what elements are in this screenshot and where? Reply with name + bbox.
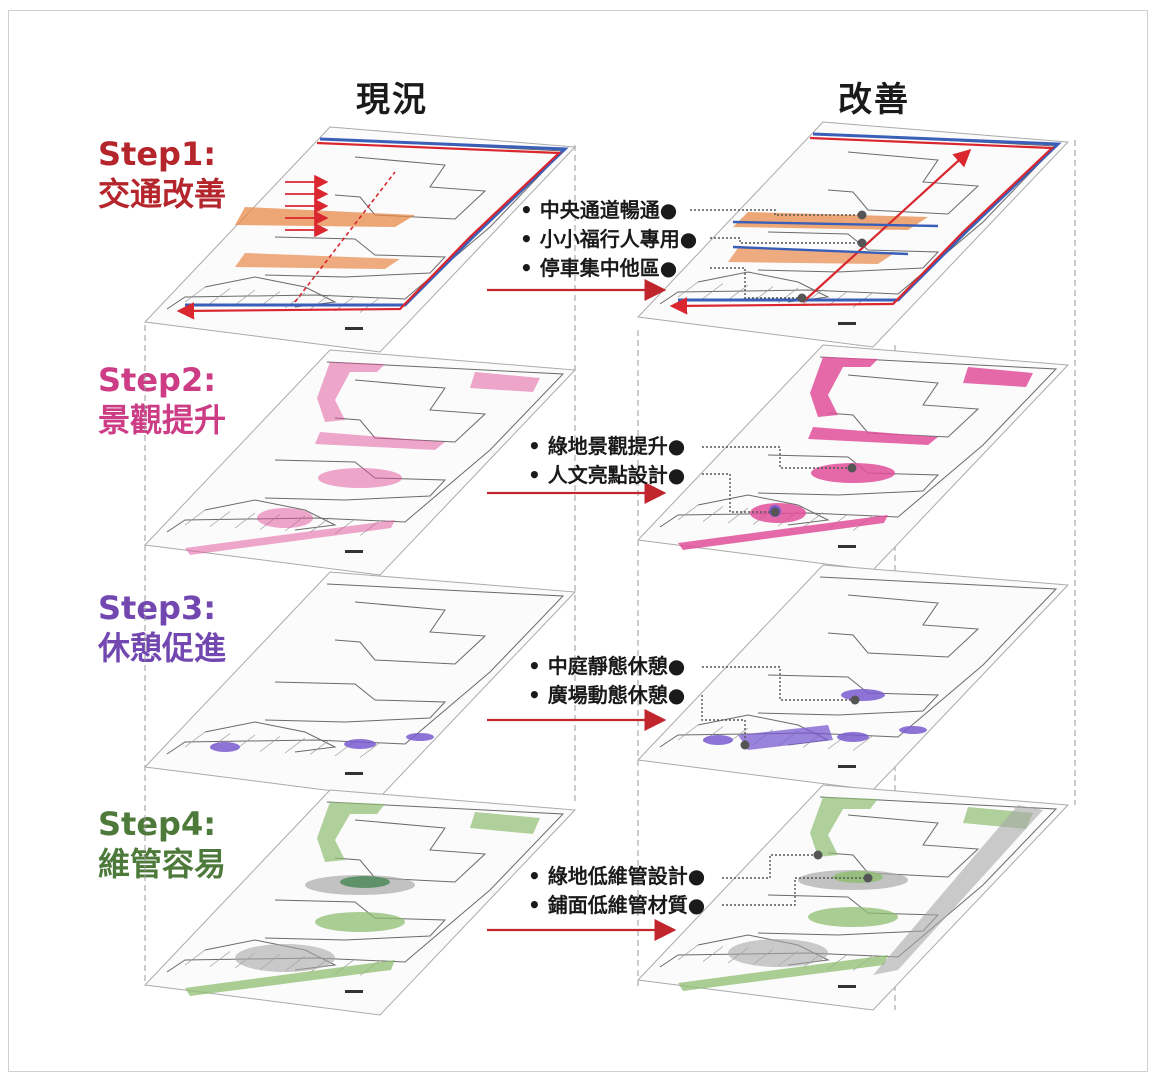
improved-plan-step4 [636,784,1070,1011]
step1-number: Step1: [98,135,217,173]
step3-bullet-2: • 廣場動態休憩● [528,683,686,707]
step1-label: Step1: 交通改善 [98,134,226,214]
improved-plan-step2 [636,344,1070,571]
step2-bullets: • 綠地景觀提升● • 人文亮點設計● [528,432,685,490]
figure-frame [8,10,1148,1072]
current-plan-step2 [143,349,577,576]
step1-bullet-3: • 停車集中他區● [520,256,678,280]
callout-dots [740,210,873,883]
improved-plan-step1 [636,121,1070,348]
step3-label: Step3: 休憩促進 [98,588,226,668]
improved-column-title: 改善 [838,80,910,120]
transition-arrows [487,279,677,941]
step2-bullet-2: • 人文亮點設計● [528,463,686,487]
step2-bullet-1: • 綠地景觀提升● [528,434,686,458]
step4-bullet-2: • 鋪面低維管材質● [528,893,706,917]
step1-bullets: • 中央通道暢通● • 小小福行人專用● • 停車集中他區● [520,196,697,283]
current-plan-step4 [143,789,577,1016]
current-plan-step1 [143,126,577,353]
step3-bullets: • 中庭靜態休憩● • 廣場動態休憩● [528,652,685,710]
step3-number: Step3: [98,589,217,627]
current-column-title: 現況 [356,80,428,120]
step1-bullet-2: • 小小福行人專用● [520,227,698,251]
step2-number: Step2: [98,361,217,399]
step2-label: Step2: 景觀提升 [98,360,226,440]
step4-number: Step4: [98,805,217,843]
callout-leaders [690,209,868,906]
step4-bullets: • 綠地低維管設計● • 鋪面低維管材質● [528,862,705,920]
step3-bullet-1: • 中庭靜態休憩● [528,654,686,678]
current-plan-step3 [143,571,577,798]
step4-label: Step4: 維管容易 [98,804,226,884]
step4-bullet-1: • 綠地低維管設計● [528,864,706,888]
step2-subtitle: 景觀提升 [98,401,227,439]
step1-subtitle: 交通改善 [98,175,227,213]
step3-subtitle: 休憩促進 [98,629,227,667]
improved-plan-step3 [636,564,1070,791]
step1-bullet-1: • 中央通道暢通● [520,198,678,222]
step4-subtitle: 維管容易 [98,845,227,883]
current-layers [143,126,577,1016]
